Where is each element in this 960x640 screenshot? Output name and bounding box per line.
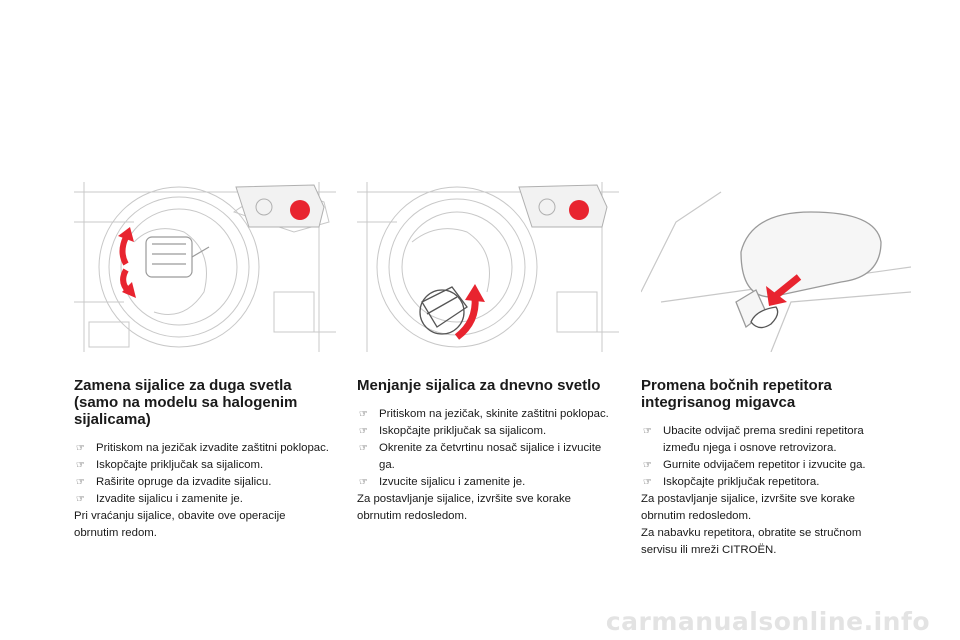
bulb-location-marker [569, 200, 589, 220]
pointing-hand-icon: ☞ [359, 443, 368, 454]
steps-list: ☞Ubacite odvijač prema sredini repetitor… [641, 423, 896, 491]
side-repeater-illustration [641, 182, 911, 352]
section-title: Zamena sijalice za duga svetla (samo na … [74, 377, 298, 428]
list-item: ☞Izvadite sijalicu i zamenite je. [74, 491, 329, 508]
list-item: ☞Izvucite sijalicu i zamenite je. [357, 474, 612, 491]
daytime-light-illustration [357, 182, 619, 352]
pointing-hand-icon: ☞ [76, 443, 85, 454]
list-item: ☞Ubacite odvijač prema sredini repetitor… [643, 425, 864, 454]
pointing-hand-icon: ☞ [359, 409, 368, 420]
pointing-hand-icon: ☞ [76, 494, 85, 505]
list-item: ☞Iskopčajte priključak sa sijalicom. [357, 423, 612, 440]
pointing-hand-icon: ☞ [359, 426, 368, 437]
list-item: ☞Pritiskom na jezičak, skinite zaštitni … [357, 406, 612, 423]
push-direction-arrow [770, 274, 802, 301]
daytime-light-section: Menjanje sijalica za dnevno svetlo ☞Prit… [357, 377, 612, 525]
pointing-hand-icon: ☞ [643, 426, 652, 437]
steps-list: ☞Pritiskom na jezičak, skinite zaštitni … [357, 406, 612, 491]
side-repeater-section: Promena bočnih repetitora integrisanog m… [641, 377, 896, 559]
list-item: ☞Iskopčajte priključak repetitora. [641, 474, 896, 491]
pointing-hand-icon: ☞ [643, 460, 652, 471]
bulb-location-marker [290, 200, 310, 220]
pointing-hand-icon: ☞ [643, 477, 652, 488]
repeater-lens [750, 306, 779, 329]
pointing-hand-icon: ☞ [76, 460, 85, 471]
section-title: Promena bočnih repetitora integrisanog m… [641, 377, 832, 411]
list-item: ☞Iskopčajte priključak sa sijalicom. [74, 457, 329, 474]
watermark: carmanualsonline.info [605, 607, 930, 636]
quarter-turn-arrow [454, 296, 479, 340]
section-title: Menjanje sijalica za dnevno svetlo [357, 377, 601, 394]
list-item: ☞Pritiskom na jezičak izvadite zaštitni … [74, 440, 329, 457]
section-note: Za postavljanje sijalice, izvršite sve k… [357, 493, 571, 522]
pointing-hand-icon: ☞ [76, 477, 85, 488]
list-item: ☞Okrenite za četvrtinu nosač sijalice i … [359, 442, 602, 471]
pointing-hand-icon: ☞ [359, 477, 368, 488]
list-item: ☞Gurnite odvijačem repetitor i izvucite … [641, 457, 896, 474]
section-note: Za postavljanje sijalice, izvršite sve k… [641, 493, 855, 522]
high-beam-illustration [74, 182, 336, 352]
rotation-arrow-up [119, 235, 129, 266]
section-note: Za nabavku repetitora, obratite se struč… [641, 527, 862, 556]
high-beam-section: Zamena sijalice za duga svetla (samo na … [74, 377, 329, 542]
steps-list: ☞Pritiskom na jezičak izvadite zaštitni … [74, 440, 329, 508]
section-note: Pri vraćanju sijalice, obavite ove opera… [74, 510, 286, 539]
list-item: ☞Raširite opruge da izvadite sijalicu. [74, 474, 329, 491]
